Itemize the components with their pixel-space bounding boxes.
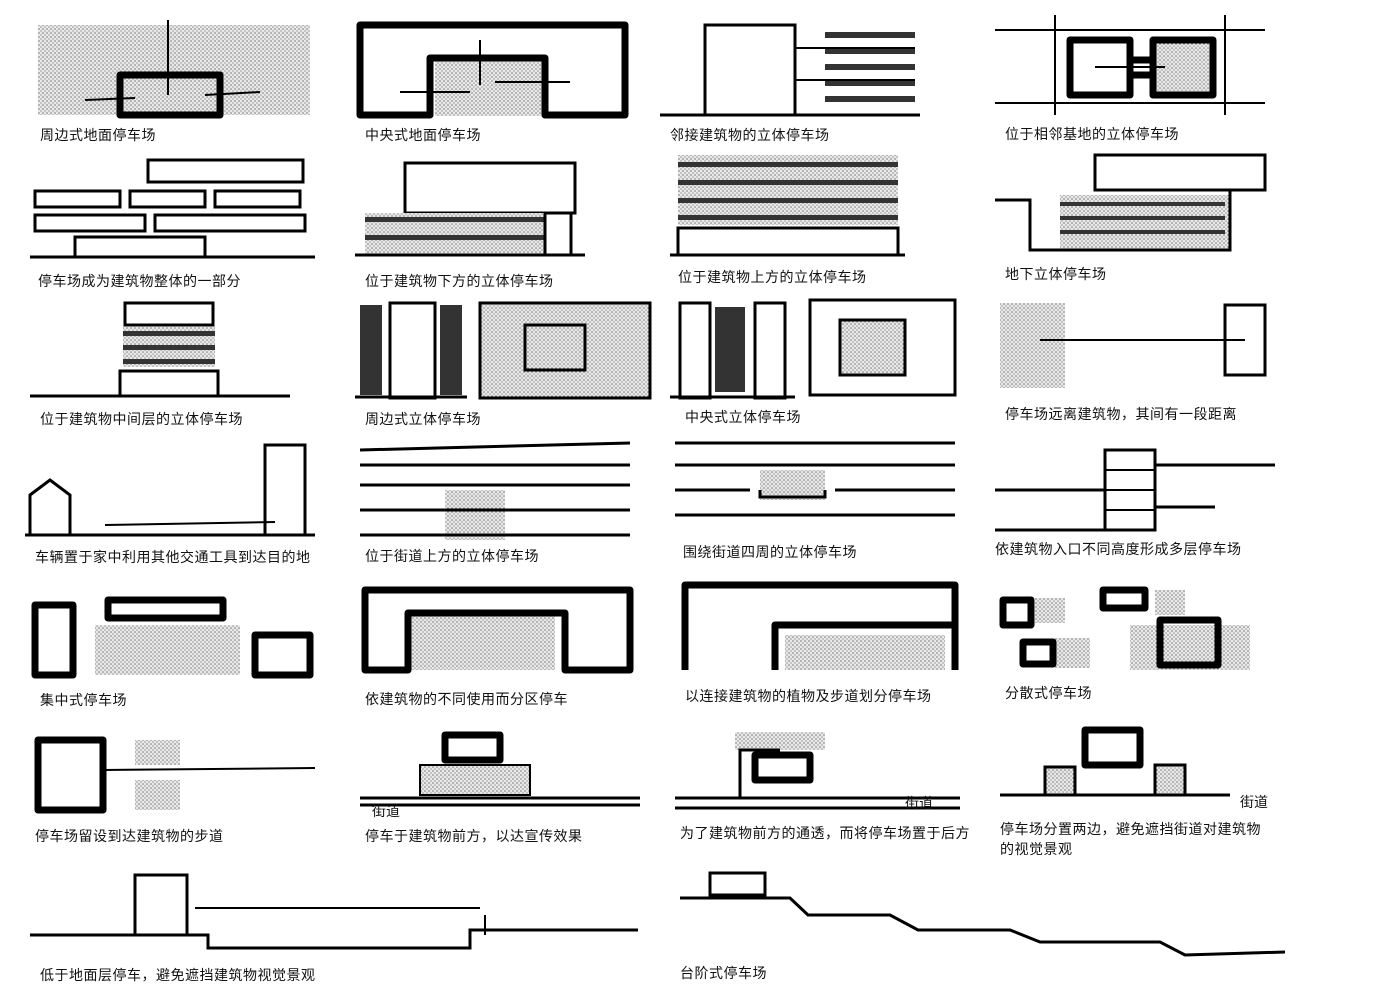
caption: 车辆置于家中利用其他交通工具到达目的地 [35, 550, 311, 566]
street-label: 街道 [372, 804, 400, 820]
caption: 停车于建筑物前方，以达宣传效果 [365, 829, 583, 845]
diagram-illustration [34, 736, 316, 814]
caption: 周边式地面停车场 [40, 128, 156, 144]
diagram-illustration [360, 731, 640, 807]
diagram-illustration [31, 596, 314, 679]
diagram-above-building: 位于建筑物上方的立体停车场 [670, 150, 960, 290]
diagram-front-parking: 街道 停车于建筑物前方，以达宣传效果 [360, 730, 650, 855]
diagram-adjacent-multistory: 邻接建筑物的立体停车场 [660, 20, 950, 150]
diagram-stepped: 台阶式停车场 [680, 870, 1290, 990]
diagram-integral-part: 停车场成为建筑物整体的一部分 [30, 155, 330, 295]
caption: 中央式立体停车场 [685, 410, 801, 426]
diagram-zoned: 依建筑物的不同使用而分区停车 [360, 585, 650, 710]
diagram-illustration [660, 23, 920, 117]
diagram-illustration [1000, 303, 1267, 388]
diagram-below-grade: 低于地面层停车，避免遮挡建筑物视觉景观 [30, 870, 650, 990]
diagram-illustration [355, 161, 585, 257]
diagram-illustration [30, 301, 290, 398]
caption: 位于建筑物中间层的立体停车场 [40, 412, 243, 428]
diagram-pedestrian-path: 停车场留设到达建筑物的步道 [30, 735, 330, 860]
diagram-central-ground: 中央式地面停车场 [355, 20, 645, 150]
diagram-rear-parking: 街道 为了建筑物前方的通透，而将停车场置于后方 [675, 730, 970, 870]
diagram-dispersed: 分散式停车场 [995, 586, 1285, 715]
diagram-split-sides: 街道 停车场分置两边，避免遮挡街道对建筑物的视觉景观 [1000, 725, 1290, 865]
diagram-remote-lot: 停车场远离建筑物，其间有一段距离 [995, 295, 1285, 435]
diagram-peripheral-multistory: 周边式立体停车场 [355, 295, 655, 435]
diagram-illustration [995, 15, 1265, 115]
diagram-illustration [356, 21, 629, 119]
diagram-illustration [675, 441, 955, 517]
diagram-neighbor-site: 位于相邻基地的立体停车场 [995, 15, 1285, 145]
caption: 位于建筑物上方的立体停车场 [678, 270, 867, 286]
caption: 为了建筑物前方的通透，而将停车场置于后方 [680, 826, 970, 842]
diagram-illustration [680, 871, 1286, 957]
diagram-illustration [355, 301, 652, 400]
diagram-illustration [38, 20, 310, 119]
diagram-centralized: 集中式停车场 [30, 595, 320, 720]
diagram-divided-by-planting: 以连接建筑物的植物及步道划分停车场 [680, 580, 970, 705]
caption: 邻接建筑物的立体停车场 [670, 128, 830, 144]
diagram-illustration [995, 153, 1267, 252]
caption: 停车场留设到达建筑物的步道 [35, 829, 224, 845]
caption: 周边式立体停车场 [365, 412, 481, 428]
caption: 位于相邻基地的立体停车场 [1005, 127, 1179, 143]
caption: 依建筑物入口不同高度形成多层停车场 [995, 542, 1242, 558]
diagram-middle-floors: 位于建筑物中间层的立体停车场 [30, 295, 320, 435]
caption: 以连接建筑物的植物及步道划分停车场 [685, 689, 932, 705]
caption: 位于建筑物下方的立体停车场 [365, 274, 554, 290]
diagram-illustration [995, 448, 1275, 532]
caption: 台阶式停车场 [680, 966, 767, 982]
diagram-illustration [1000, 726, 1230, 797]
street-label: 街道 [1240, 795, 1268, 811]
diagram-around-street: 围绕街道四周的立体停车场 [675, 435, 965, 575]
diagram-under-building: 位于建筑物下方的立体停车场 [355, 155, 645, 295]
diagram-illustration [361, 586, 634, 674]
caption: 分散式停车场 [1005, 686, 1092, 702]
diagram-underground: 地下立体停车场 [995, 150, 1285, 290]
caption: 停车场远离建筑物，其间有一段距离 [1005, 407, 1237, 423]
street-label: 街道 [905, 796, 933, 812]
diagram-illustration [359, 441, 631, 540]
diagram-illustration [999, 586, 1250, 670]
caption: 停车场分置两边，避免遮挡街道对建筑物的视觉景观 [1000, 822, 1261, 858]
caption: 位于街道上方的立体停车场 [365, 549, 539, 565]
caption: 中央式地面停车场 [365, 128, 481, 144]
diagram-central-multistory: 中央式立体停车场 [670, 295, 970, 435]
caption: 停车场成为建筑物整体的一部分 [38, 274, 241, 290]
caption: 地下立体停车场 [1005, 267, 1107, 283]
diagram-peripheral-ground: 周边式地面停车场 [30, 20, 320, 150]
caption: 集中式停车场 [40, 693, 127, 709]
caption: 低于地面层停车，避免遮挡建筑物视觉景观 [40, 968, 316, 984]
diagram-illustration [675, 732, 960, 810]
caption: 围绕街道四周的立体停车场 [683, 545, 857, 561]
diagram-illustration [30, 158, 315, 259]
diagram-car-at-home: 车辆置于家中利用其他交通工具到达目的地 [25, 440, 325, 600]
caption: 依建筑物的不同使用而分区停车 [365, 692, 568, 708]
diagram-illustration [30, 873, 638, 950]
diagram-entry-levels: 依建筑物入口不同高度形成多层停车场 [995, 445, 1285, 585]
diagram-illustration [670, 298, 957, 400]
diagram-illustration [681, 581, 959, 670]
diagram-above-street: 位于街道上方的立体停车场 [355, 435, 645, 575]
diagram-illustration [25, 443, 315, 537]
diagram-illustration [670, 155, 905, 257]
